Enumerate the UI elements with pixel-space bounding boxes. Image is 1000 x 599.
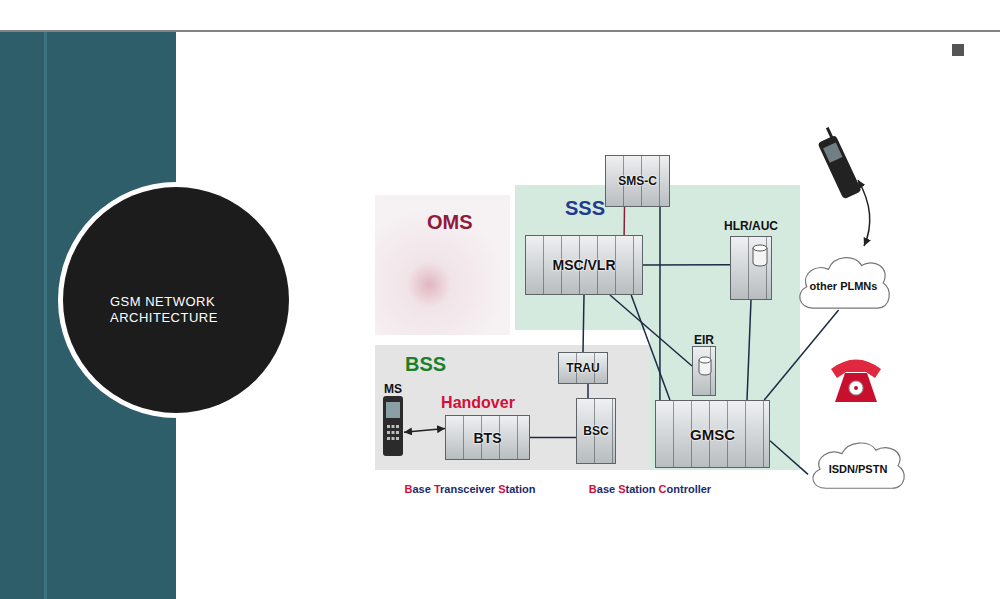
node-heading: EIR [694,333,714,347]
mobile-phone-symbol [382,395,404,457]
region-label: BSS [405,353,446,376]
region-shape [375,345,650,470]
region-shape [375,195,510,335]
phone-key [396,437,399,440]
side-bar-stripe [44,32,47,599]
database-symbol [731,237,769,270]
node-label: BTS [474,430,502,446]
node-heading: MS [384,382,402,396]
telephone-icon [831,360,881,403]
region-label: SSS [565,197,605,220]
phone-body [383,396,403,456]
network-cloud: other PLMNs [795,252,893,310]
handset-antenna [826,127,833,138]
node-label: BSC [583,424,608,438]
node-label: GMSC [690,426,735,443]
subsystem-region: BSSMS TRAU BTS BSC [375,345,650,470]
edge-label-holder: Handover [439,394,517,412]
telephone-dial-hub [854,386,858,390]
caption-holder: Base Transceiver Station [405,483,536,495]
node-label: SMS-C [618,174,657,188]
node-label: MSC/VLR [553,257,616,273]
database-symbol [693,347,713,379]
database-top [753,245,767,251]
cloud-label: other PLMNs [810,280,878,292]
phone-screen [386,402,400,418]
component-caption: Base Transceiver Station [405,483,536,495]
telephone-dial [849,381,863,395]
database-unit: HLR/AUC [715,216,787,302]
phone-key [387,431,390,434]
server-rack: SMS-C [605,155,670,207]
database-unit: EIR [684,330,724,396]
phone-key [387,425,390,428]
database-top [699,357,711,363]
region-label: OMS [427,211,473,234]
cloud-outline [813,443,904,488]
radio-link-arrow [858,180,870,246]
slide-title: GSM NETWORK ARCHITECTURE [110,294,228,327]
switching-center: MSC/VLR [525,235,643,295]
mobile-station: MS [380,379,406,459]
title-holder: GSM NETWORK ARCHITECTURE [110,294,228,327]
handset-screen [823,142,842,162]
node-heading: HLR/AUC [724,219,778,233]
handset-body [817,135,861,200]
phone-key [396,425,399,428]
cloud-outline [799,258,889,308]
phone-key [396,431,399,434]
base-station-controller: BSC [576,398,616,464]
transcoder-unit: TRAU [558,352,608,384]
node-label: TRAU [566,361,599,375]
phone-key [392,425,395,428]
cloud-label: ISDN/PSTN [829,463,888,475]
switching-center: GMSC [655,400,770,468]
handset-icon [813,126,862,200]
phone-key [392,431,395,434]
subsystem-region: OMS [375,195,510,335]
base-station: BTS [445,415,530,460]
edge-label: Handover [439,394,517,412]
title-ring [58,182,294,418]
caption-holder: Base Station Controller [589,483,711,495]
phone-key [392,437,395,440]
database-cabinet [692,346,716,396]
title-disc [63,187,289,413]
telephone-base [835,373,877,402]
top-rule [0,30,1000,32]
corner-icon [952,44,964,56]
database-cabinet [730,236,772,300]
component-caption: Base Station Controller [589,483,711,495]
telephone-receiver [831,360,881,379]
phone-key [387,437,390,440]
network-cloud: ISDN/PSTN [808,438,908,490]
